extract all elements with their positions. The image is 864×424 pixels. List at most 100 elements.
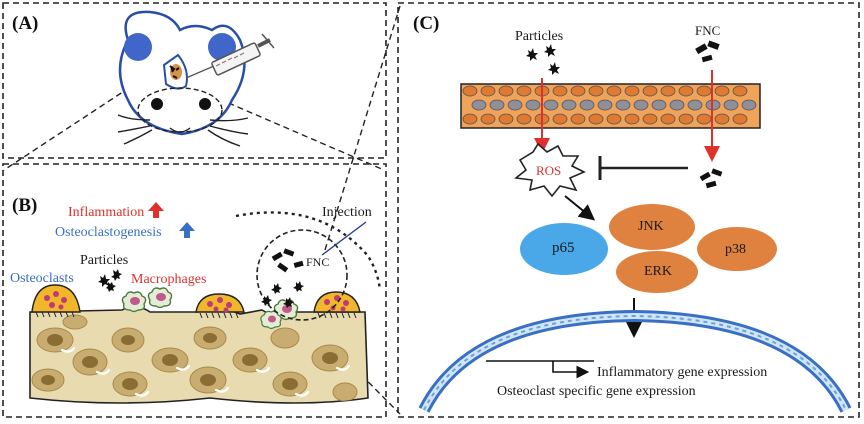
membrane-bead [462,113,478,125]
promoter-arrow-icon [552,361,590,379]
membrane-bead [606,85,622,97]
membrane-bead [507,99,523,111]
bone-tissue [29,305,369,404]
zoom-line-a-left [3,81,139,171]
membrane-bead [471,99,487,111]
fnc-label-c: FNC [695,23,721,38]
arrow-ros-to-kinases [564,195,596,221]
membrane-bead [561,99,577,111]
membrane-bead [480,113,496,125]
osteoclast-cell [195,293,245,319]
membrane-bead [624,113,640,125]
particles-label-c: Particles [515,29,564,44]
macrophage-cell [273,299,299,321]
osteoclast-cell [313,291,361,319]
membrane-bead [615,99,631,111]
up-arrow-blue-icon [179,222,195,238]
membrane-bead [633,99,649,111]
membrane-bead [480,85,496,97]
macrophages-label: Macrophages [131,272,207,287]
p38-node [697,227,777,271]
membrane-bead [732,113,748,125]
membrane-bead [570,85,586,97]
membrane-bead [498,85,514,97]
particles-label-b: Particles [80,253,129,268]
membrane-bead [525,99,541,111]
p65-node [520,223,608,275]
membrane-bead [660,113,676,125]
membrane-bead [678,113,694,125]
membrane-bead [696,85,712,97]
ros-label: ROS [536,163,562,178]
panel-c-frame [397,2,860,418]
particles-in-circle [261,281,304,308]
membrane-bead [579,99,595,111]
mouse-eye-right [199,98,211,110]
membrane-bead [696,113,712,125]
fnc-molecules-b [271,248,304,273]
membrane-bead [552,85,568,97]
jnk-node [609,204,695,250]
membrane-bead [588,113,604,125]
nuclear-membrane [418,309,852,413]
particles-cluster-c [526,44,560,75]
osteoclast-cell [31,284,81,318]
fnc-molecules-c-lower [699,168,723,189]
panel-a-label: (A) [12,13,39,34]
membrane-bead [462,85,478,97]
ros-burst [514,142,586,198]
membrane-bead [732,85,748,97]
inflammatory-gene-label: Inflammatory gene expression [597,365,768,380]
membrane-bead [606,113,622,125]
membrane-bead [543,99,559,111]
membrane-bead [516,113,532,125]
syringe-icon [185,33,275,79]
membrane-bead [669,99,685,111]
injection-label: Injection [322,205,372,220]
p65-label: p65 [552,240,575,256]
membrane-bead [714,85,730,97]
membrane-bead [570,113,586,125]
membrane-bead [741,99,757,111]
mouse-illustration [117,10,249,147]
membrane-bead [714,113,730,125]
mouse-eye-left [151,98,163,110]
macrophage-cell [260,310,282,330]
injection-dotted-arc [235,211,382,291]
membrane-bead [516,85,532,97]
membrane-bead [498,113,514,125]
up-arrow-red-icon [148,202,164,218]
membrane-bead [678,85,694,97]
panel-b-frame [2,163,387,418]
osteoclast-gene-label: Osteoclast specific gene expression [497,384,696,399]
macrophage-cell [147,287,173,309]
cell-membrane [460,83,761,129]
injection-line [321,221,367,256]
panel-a-frame [2,2,387,159]
zoom-line-a-right [209,94,385,171]
membrane-bead [642,85,658,97]
injection-site-circle [256,229,348,321]
osteoclasts-label: Osteoclasts [10,271,74,286]
fnc-molecules-c [695,40,720,63]
p38-label: p38 [725,242,746,257]
panel-c-label: (C) [413,13,440,34]
fnc-label-b: FNC [306,255,330,269]
particles-cluster-b [98,269,122,292]
membrane-bead [597,99,613,111]
membrane-bead [687,99,703,111]
zoom-line-b-top [324,5,401,251]
jnk-label: JNK [638,219,664,234]
panel-b-label: (B) [12,195,38,216]
inflammation-label: Inflammation [68,205,145,220]
membrane-bead [489,99,505,111]
membrane-bead [624,85,640,97]
membrane-bead [723,99,739,111]
membrane-bead [642,113,658,125]
membrane-bead [651,99,667,111]
erk-label: ERK [644,264,672,279]
membrane-bead [588,85,604,97]
macrophage-cell [121,291,147,313]
erk-node [616,251,698,293]
